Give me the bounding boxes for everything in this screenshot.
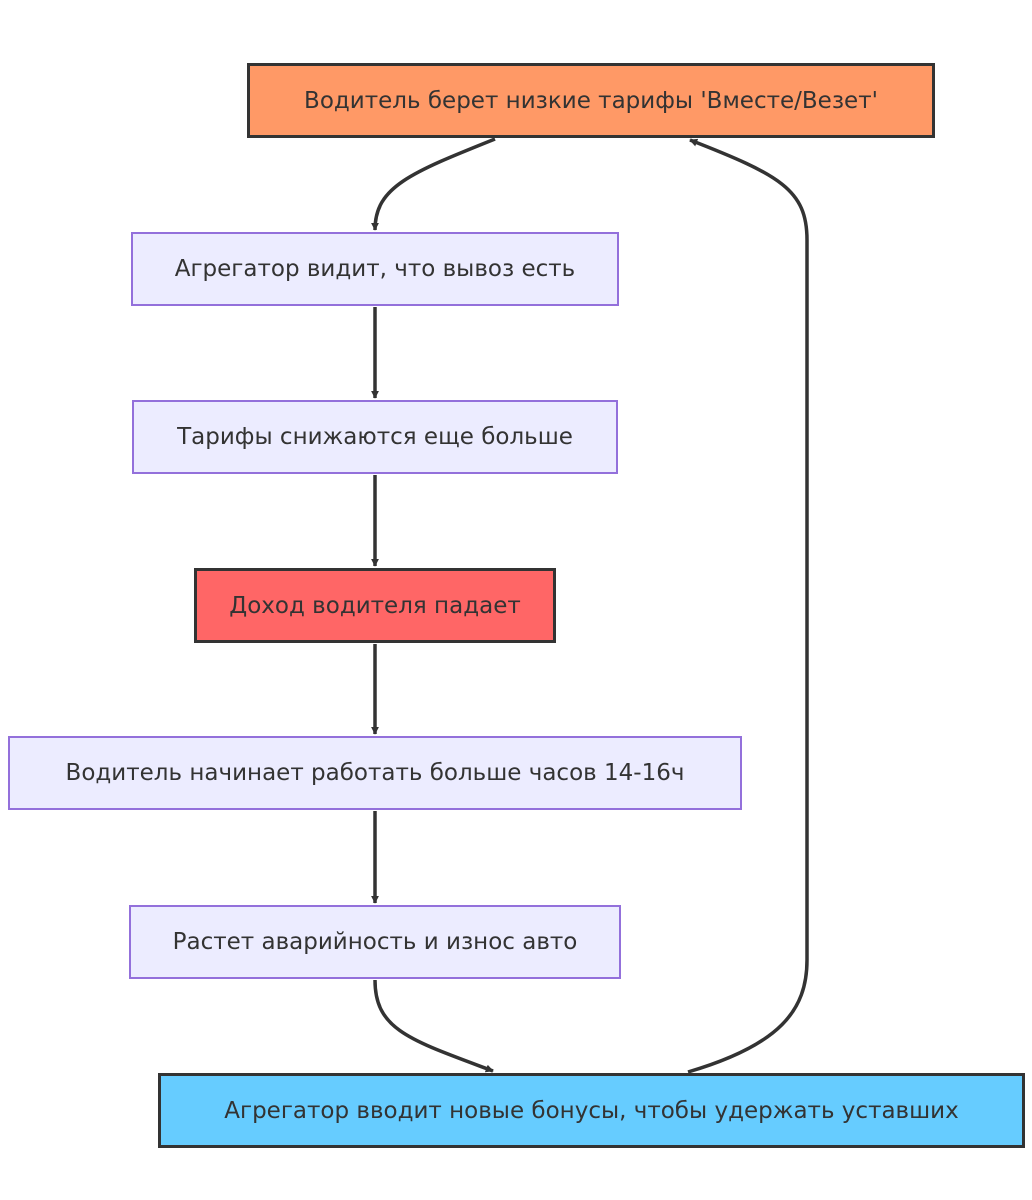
edge-n6-to-n7 — [373, 979, 494, 1073]
node-aggregator-new-bonuses: Агрегатор вводит новые бонусы, чтобы уде… — [158, 1073, 1025, 1148]
edge-n7-to-n1 — [687, 138, 809, 1074]
edge-n1-to-n2 — [371, 137, 496, 231]
node-tariffs-drop-further: Тарифы снижаются еще больше — [132, 400, 618, 474]
node-label: Агрегатор видит, что вывоз есть — [174, 256, 576, 282]
node-label: Агрегатор вводит новые бонусы, чтобы уде… — [224, 1097, 959, 1124]
node-label: Растет аварийность и износ авто — [172, 929, 578, 955]
edges-group — [371, 137, 809, 1074]
node-driver-income-falls: Доход водителя падает — [194, 568, 556, 643]
node-label: Тарифы снижаются еще больше — [177, 424, 573, 450]
node-driver-works-more-hours: Водитель начинает работать больше часов … — [8, 736, 742, 810]
node-label: Водитель берет низкие тарифы 'Вместе/Вез… — [304, 87, 878, 114]
node-accidents-and-wear-rise: Растет аварийность и износ авто — [129, 905, 621, 979]
node-label: Водитель начинает работать больше часов … — [65, 760, 685, 786]
node-aggregator-sees-demand: Агрегатор видит, что вывоз есть — [131, 232, 619, 306]
node-driver-takes-low-tariffs: Водитель берет низкие тарифы 'Вместе/Вез… — [247, 63, 935, 138]
node-label: Доход водителя падает — [229, 592, 521, 619]
